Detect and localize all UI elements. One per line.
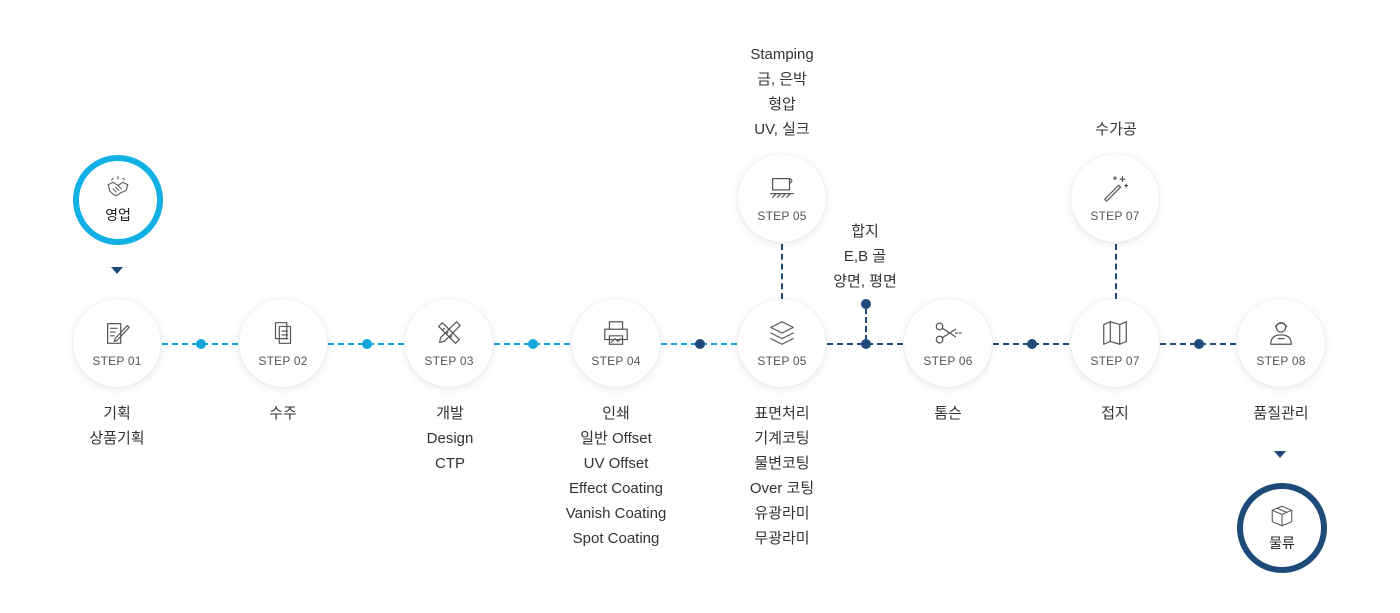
step-04-node: STEP 04 [572, 299, 660, 387]
description-line: 형압 [768, 96, 796, 113]
step-04-description: 인쇄 일반 Offset UV Offset Effect Coating Va… [551, 401, 681, 551]
step-06-node: STEP 06 [904, 299, 992, 387]
magic-wand-icon [1104, 176, 1129, 202]
step-03-description: 개발 Design CTP [400, 401, 500, 476]
worker-icon [1270, 322, 1292, 345]
step-label: STEP 07 [1090, 354, 1140, 368]
description-line: CTP [435, 455, 465, 472]
documents-icon [274, 322, 292, 344]
end-node-logistics: 물류 [1237, 483, 1327, 573]
connector-dot [196, 339, 206, 349]
box-icon [1271, 505, 1293, 527]
connector-dot [362, 339, 372, 349]
description-line: UV Offset [583, 455, 649, 472]
chevron-down-icon [1274, 451, 1286, 458]
description-line: 무광라미 [754, 530, 810, 547]
description-line: 양면, 평면 [833, 273, 897, 290]
document-pen-icon [107, 323, 130, 344]
printer-icon [604, 321, 628, 345]
description-line: 수주 [269, 405, 297, 422]
step-08-node: STEP 08 [1237, 299, 1325, 387]
step-07-upper-description: 수가공 [1066, 117, 1166, 142]
step-07-description: 접지 [1065, 401, 1165, 426]
description-line: 기계코팅 [754, 430, 810, 447]
start-node-sales: 영업 [73, 155, 163, 245]
description-line: 수가공 [1095, 121, 1137, 138]
description-line: Effect Coating [569, 480, 663, 497]
step-03-node: STEP 03 [405, 299, 493, 387]
step-07-node: STEP 07 [1071, 299, 1159, 387]
description-line: 유광라미 [754, 505, 810, 522]
connector-dot [528, 339, 538, 349]
description-line: 기획 [103, 405, 131, 422]
step-07-upper-node: STEP 07 [1071, 154, 1159, 242]
description-line: Design [426, 430, 474, 447]
step-06-description: 톰슨 [898, 401, 998, 426]
step-label: STEP 05 [757, 354, 807, 368]
step-01-node: STEP 01 [73, 299, 161, 387]
connector-dot [1027, 339, 1037, 349]
connector-dot [695, 339, 705, 349]
step-label: STEP 04 [591, 354, 641, 368]
step-label: STEP 08 [1256, 354, 1306, 368]
description-line: 금, 은박 [757, 71, 807, 88]
step-06-note: 합지 E,B 골 양면, 평면 [815, 219, 915, 294]
description-line: UV, 실크 [754, 121, 810, 138]
branch-line-step07 [1115, 244, 1117, 299]
description-line: 개발 [436, 405, 464, 422]
branch-line-step05 [781, 244, 783, 299]
connector-dot [1194, 339, 1204, 349]
step-05-upper-node: STEP 05 [738, 154, 826, 242]
description-line: 톰슨 [934, 405, 962, 422]
chevron-down-icon [111, 267, 123, 274]
description-line: E,B 골 [843, 248, 887, 265]
step-label: STEP 03 [424, 354, 474, 368]
start-label: 영업 [105, 207, 131, 223]
pencil-ruler-icon [438, 321, 461, 344]
description-line: 표면처리 [754, 405, 810, 422]
handshake-icon [107, 176, 129, 196]
description-line: Vanish Coating [565, 505, 667, 522]
end-label: 물류 [1269, 535, 1295, 551]
step-05-description: 표면처리 기계코팅 물변코팅 Over 코팅 유광라미 무광라미 [717, 401, 847, 551]
description-line: 인쇄 [602, 405, 630, 422]
step-label: STEP 07 [1090, 209, 1140, 223]
description-line: Stamping [750, 46, 814, 63]
description-line: 물변코팅 [754, 455, 810, 472]
step-02-node: STEP 02 [239, 299, 327, 387]
map-fold-icon [1103, 321, 1127, 345]
description-line: 일반 Offset [580, 430, 652, 447]
scissors-icon [935, 322, 962, 344]
connector-dot [861, 339, 871, 349]
foil-stamp-icon [770, 178, 794, 198]
step-label: STEP 02 [258, 354, 308, 368]
step-01-description: 기획 상품기획 [67, 401, 167, 451]
description-line: 품질관리 [1253, 405, 1309, 422]
description-line: 합지 [851, 223, 879, 240]
description-line: 접지 [1101, 405, 1129, 422]
description-line: Spot Coating [572, 530, 660, 547]
description-line: Over 코팅 [749, 480, 815, 497]
step-05-node: STEP 05 [738, 299, 826, 387]
step-05-upper-description: Stamping 금, 은박 형압 UV, 실크 [717, 42, 847, 142]
branch-line-step06-note [865, 308, 867, 341]
description-line: 상품기획 [89, 430, 145, 447]
branch-dot-step06-note [861, 299, 871, 309]
layers-icon [770, 321, 794, 345]
step-label: STEP 06 [923, 354, 973, 368]
step-label: STEP 01 [92, 354, 142, 368]
step-label: STEP 05 [757, 209, 807, 223]
step-08-description: 품질관리 [1231, 401, 1331, 426]
step-02-description: 수주 [233, 401, 333, 426]
